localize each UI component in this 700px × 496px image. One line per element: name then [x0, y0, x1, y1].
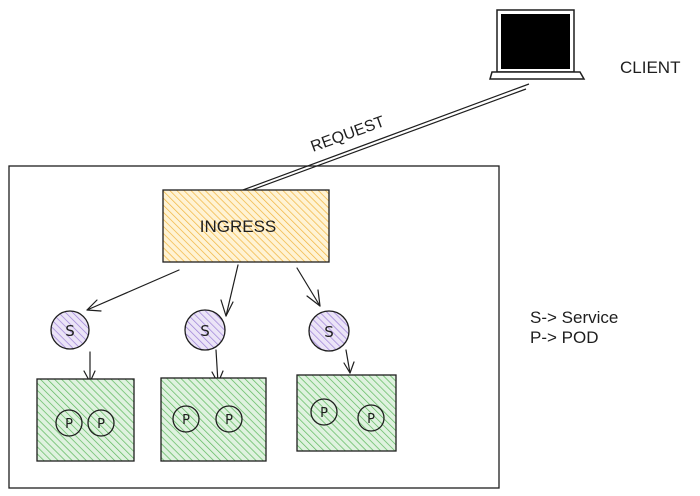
- request-label: REQUEST: [309, 113, 388, 156]
- pod-label: P: [65, 417, 73, 432]
- arrow-service-to-pods-3: [343, 349, 355, 374]
- request-arrow: [226, 83, 530, 199]
- service-label: S: [324, 323, 334, 341]
- arrow-ingress-to-service-1: [86, 269, 180, 312]
- pod-label: P: [225, 413, 233, 428]
- pod-label: P: [97, 417, 105, 432]
- ingress-label: INGRESS: [200, 217, 277, 236]
- service-node-2: S: [184, 309, 226, 351]
- pod-node: P: [87, 409, 115, 437]
- pod-node: P: [310, 398, 338, 426]
- arrow-ingress-to-service-2: [220, 264, 239, 317]
- ingress-box: [162, 189, 330, 263]
- service-node-1: S: [50, 310, 90, 350]
- pod-group-2: P P: [160, 377, 267, 462]
- pod-group-1: P P: [36, 378, 135, 462]
- laptop-icon: [489, 9, 586, 80]
- pod-node: P: [357, 404, 385, 432]
- legend-service: S-> Service: [530, 308, 618, 327]
- service-label: S: [200, 322, 210, 340]
- service-node-3: S: [308, 310, 350, 352]
- cluster-boundary: [8, 165, 500, 489]
- legend: S-> Service P-> POD: [530, 308, 618, 347]
- legend-pod: P-> POD: [530, 328, 599, 347]
- pod-label: P: [320, 406, 328, 421]
- pod-group-3: P P: [296, 374, 397, 452]
- pod-node: P: [55, 409, 83, 437]
- pod-label: P: [367, 412, 375, 427]
- pod-label: P: [182, 413, 190, 428]
- arrow-ingress-to-service-3: [296, 267, 321, 307]
- service-label: S: [65, 322, 75, 340]
- arrow-service-to-pods-1: [83, 351, 96, 383]
- pod-node: P: [215, 405, 243, 433]
- client-label: CLIENT: [620, 58, 680, 77]
- pod-node: P: [172, 405, 200, 433]
